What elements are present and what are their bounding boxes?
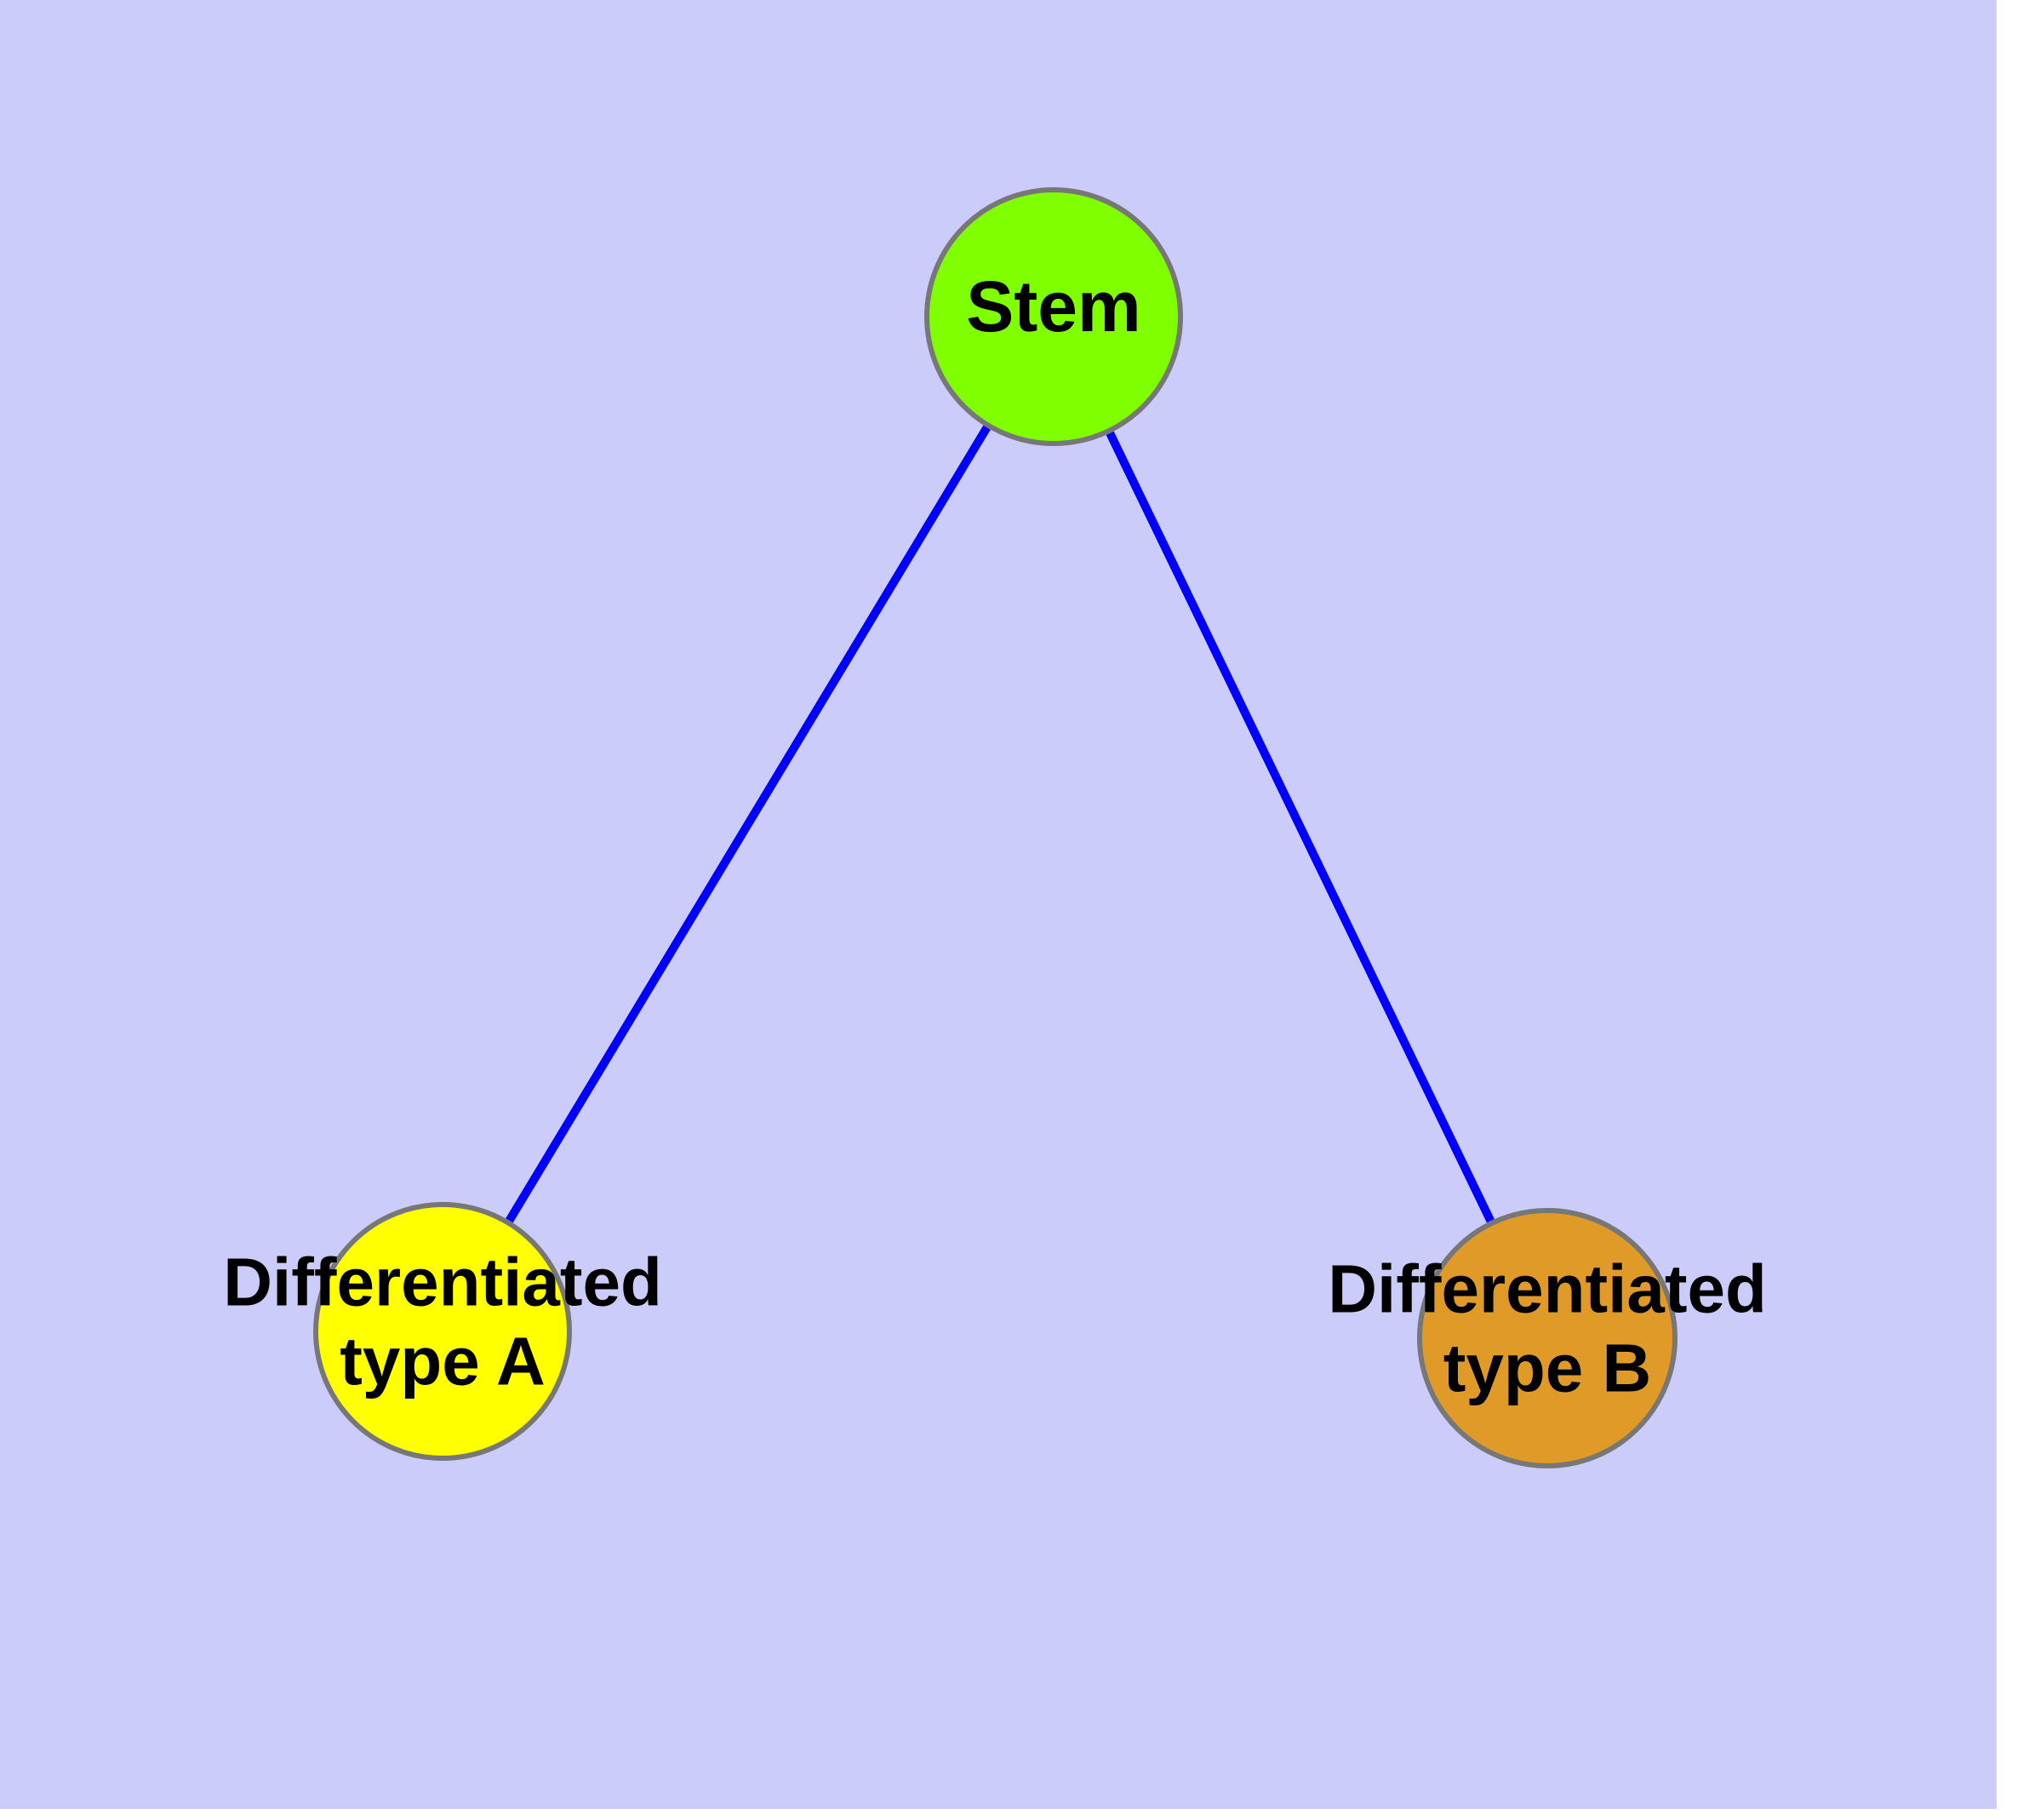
graph-node-diff_a[interactable] — [313, 1202, 572, 1461]
graph-node-label-line: type A — [340, 1323, 546, 1399]
edges-layer — [506, 425, 1495, 1223]
graph-node-label-line: Differentiated — [1328, 1251, 1767, 1327]
graph-node-stem[interactable] — [924, 187, 1183, 446]
graph-edge — [1106, 431, 1495, 1223]
graph-node-label-line: Stem — [966, 266, 1140, 346]
graph-edge — [506, 425, 991, 1223]
graph-node-diff_b[interactable] — [1417, 1208, 1677, 1468]
graph-node-label-line: Differentiated — [223, 1245, 662, 1320]
graph-node-label-line: type B — [1443, 1330, 1652, 1405]
nodes-layer — [313, 187, 1677, 1468]
graph-node-label-stem: Stem — [966, 266, 1140, 346]
